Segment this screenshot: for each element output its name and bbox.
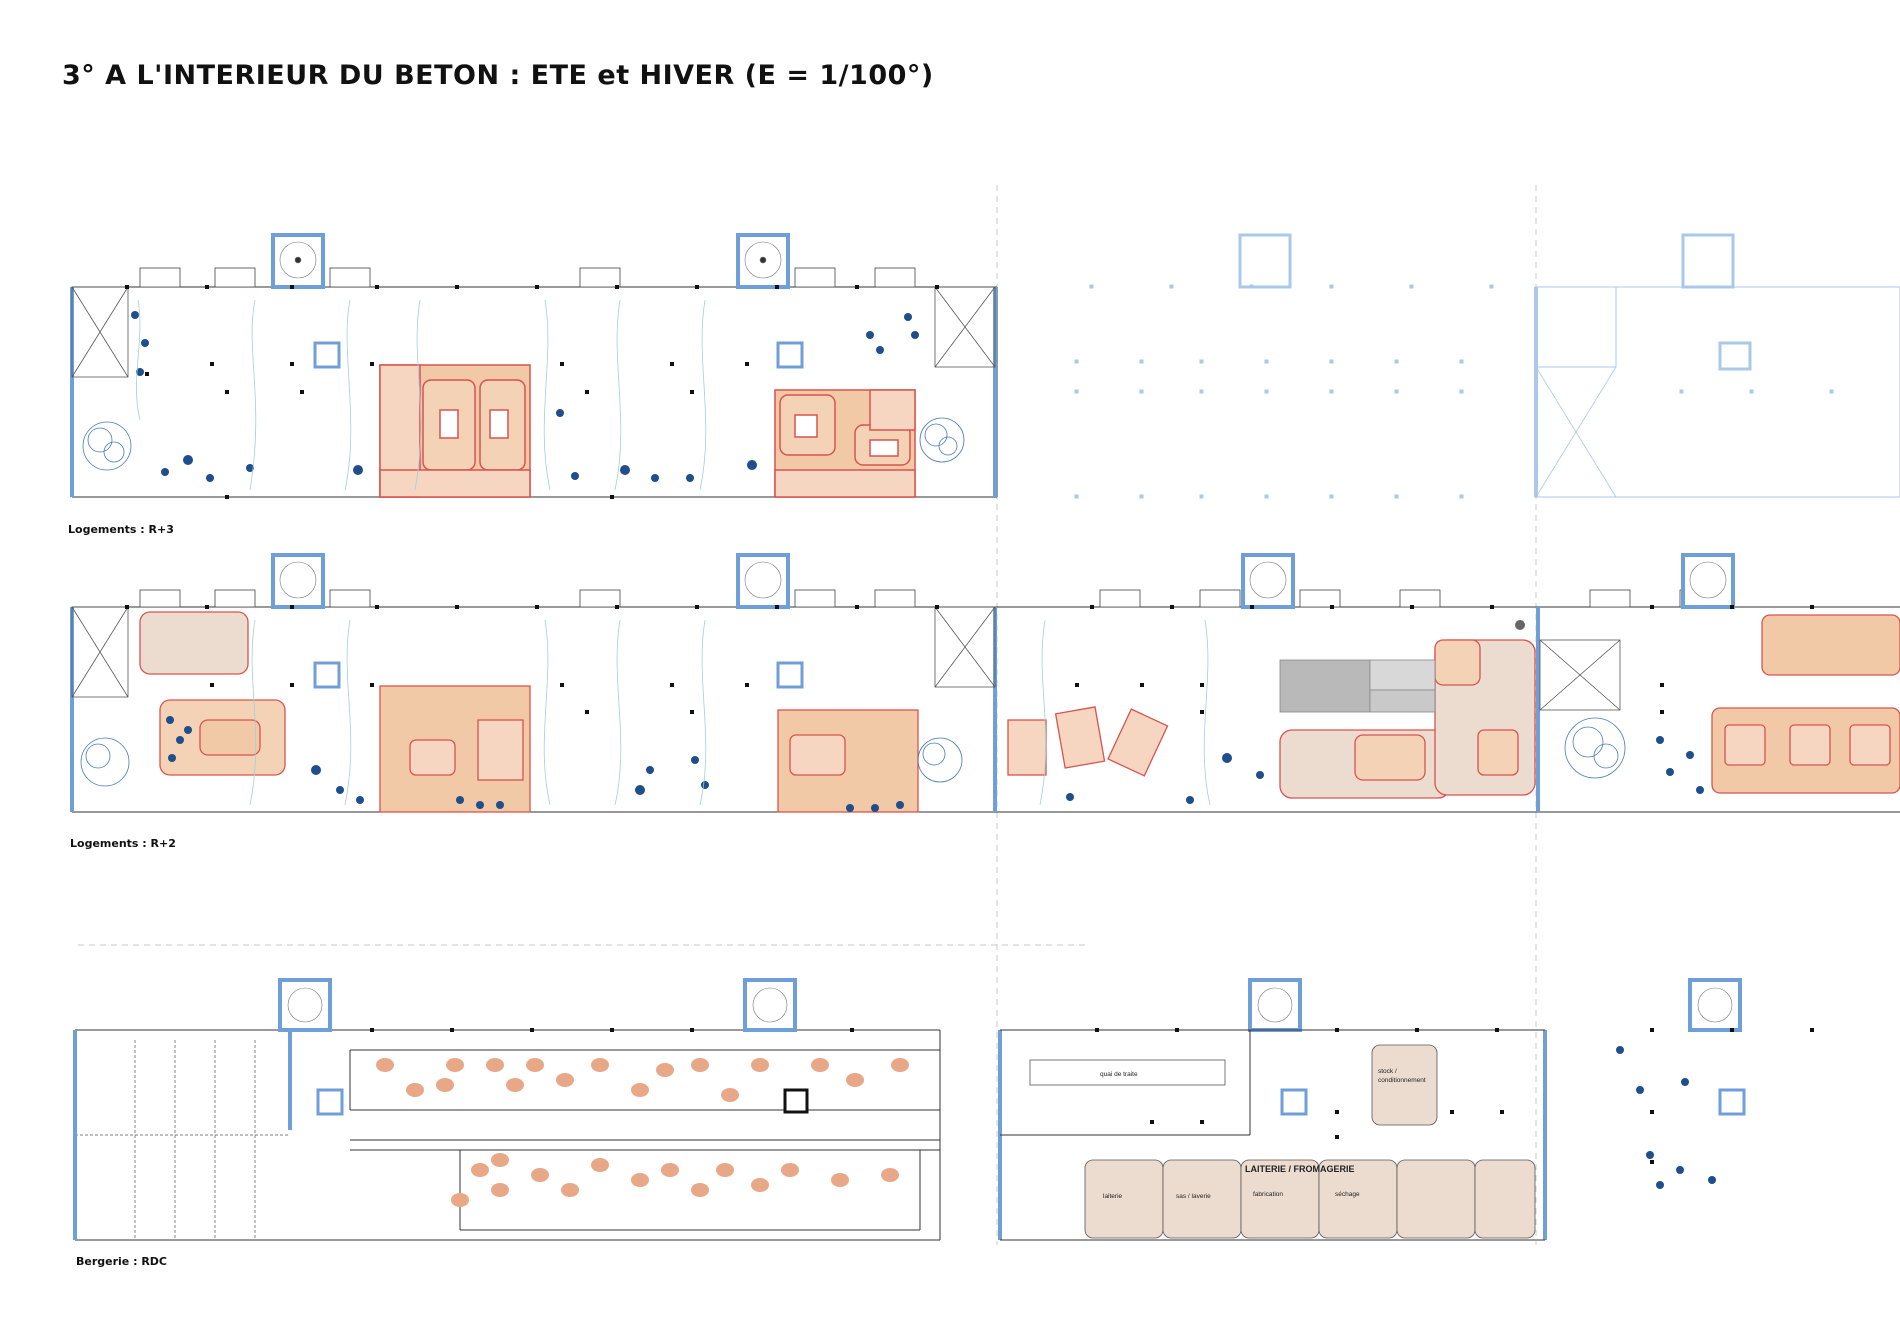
- level-label-r2: Logements : R+2: [70, 837, 176, 850]
- room-label-fabrication: fabrication: [1253, 1191, 1283, 1198]
- plan-r3: [70, 233, 998, 499]
- winter-veil-curves: [136, 299, 707, 491]
- lift-boxes-r2: [313, 661, 1308, 689]
- plan-r3-ghost: [1074, 233, 1900, 499]
- room-label-laiterie: laiterie: [1103, 1193, 1123, 1200]
- plan-r2: [70, 553, 1900, 813]
- plants-r3: [131, 311, 919, 482]
- room-label-stock-1: stock /: [1378, 1068, 1397, 1075]
- stair-cores-r2: [271, 553, 1735, 609]
- columns-r2: [125, 605, 1814, 714]
- bergerie-pens: [75, 1040, 290, 1240]
- end-stair-bays-r2: [71, 606, 1621, 711]
- plan-rdc: quai de traite stock / conditionnement L…: [73, 978, 1814, 1241]
- lift-boxes-rdc: [316, 1088, 1746, 1116]
- laiterie-outline: [1000, 1029, 1545, 1241]
- lift-boxes: [313, 341, 804, 369]
- window-bays: [139, 267, 916, 288]
- stock-room: [1371, 1044, 1438, 1126]
- room-label-sechage: séchage: [1335, 1191, 1360, 1198]
- stair-spirals-rdc: [287, 987, 1733, 1023]
- plants-r2: [166, 620, 1704, 812]
- laiterie-rooms: [1084, 1159, 1536, 1239]
- columns-rdc: [370, 1028, 1814, 1164]
- room-label-stock-2: conditionnement: [1378, 1077, 1426, 1084]
- bergerie-outline: [74, 1029, 941, 1241]
- winter-veil-curves-r2: [249, 619, 1211, 806]
- room-label-sas: sas / laverie: [1176, 1193, 1211, 1200]
- level-label-r3: Logements : R+3: [68, 523, 174, 536]
- stair-cores-rdc: [278, 978, 1742, 1032]
- hay-feeder: [783, 1088, 809, 1114]
- end-stair-bays: [71, 286, 996, 378]
- room-label-laiterie-title: LAITERIE / FROMAGERIE: [1245, 1164, 1355, 1174]
- unit-left: [379, 364, 531, 498]
- room-label-quai: quai de traite: [1100, 1071, 1138, 1078]
- units-r2: [139, 611, 1900, 813]
- sheep-flock: [376, 1058, 909, 1207]
- columns-r3: [125, 285, 939, 499]
- sheet-title: 3° A L'INTERIEUR DU BETON : ETE et HIVER…: [62, 60, 934, 91]
- tree: [82, 417, 965, 471]
- window-bays-r2: [139, 589, 1721, 608]
- slab-outline-r2: [71, 606, 1900, 813]
- stair-spirals-r2: [279, 561, 1727, 599]
- facade-walls-rdc: [73, 1030, 1547, 1240]
- stair-spirals: [279, 241, 782, 279]
- kitchen-block: [1279, 659, 1436, 713]
- trees-r2: [80, 717, 1626, 787]
- plants-rdc: [1616, 1046, 1716, 1189]
- unit-right: [774, 389, 916, 498]
- level-label-rdc: Bergerie : RDC: [76, 1255, 167, 1268]
- quai-de-traite: [1029, 1059, 1226, 1086]
